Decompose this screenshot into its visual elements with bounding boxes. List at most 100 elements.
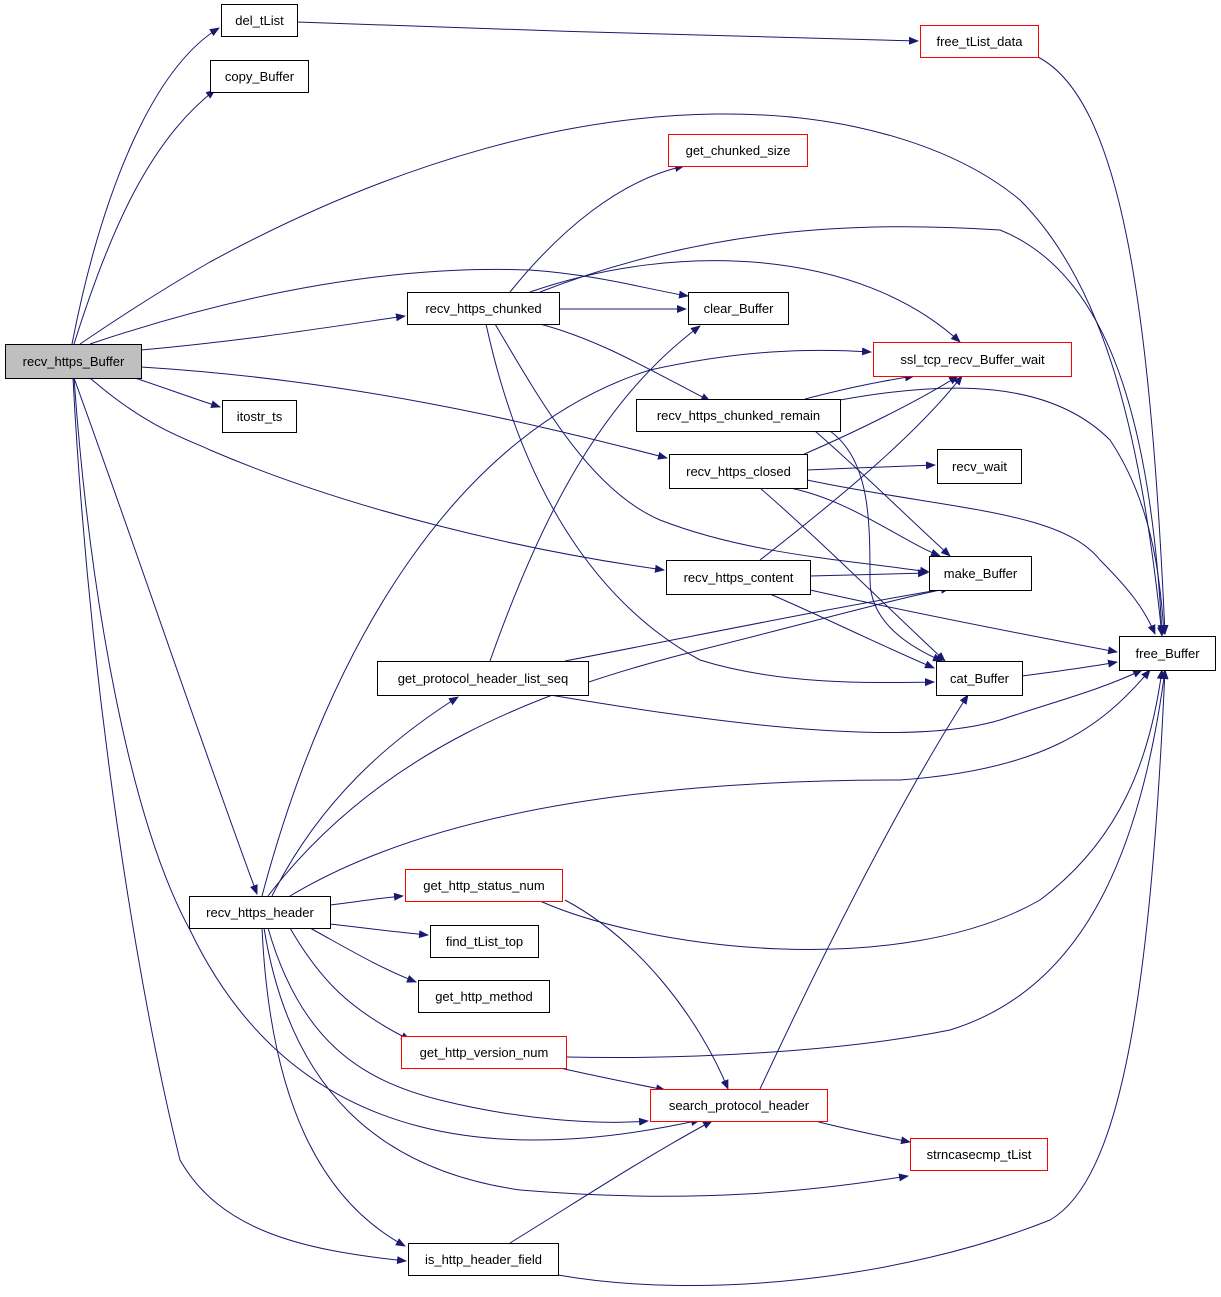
edge-recv_https_closed-to-ssl_tcp_recv_Buffer_wait [799, 375, 959, 457]
node-label: free_tList_data [936, 34, 1023, 49]
edge-recv_https_header-to-search_protocol_header [267, 927, 649, 1126]
edge-root-to-clear_Buffer [89, 268, 689, 345]
edge-root-to-recv_https_header [73, 377, 258, 895]
node-label: is_http_header_field [425, 1252, 542, 1267]
node-box [5, 344, 142, 379]
edge-recv_https_chunked-to-ssl_tcp_recv_Buffer_wait [529, 260, 961, 343]
edge-recv_https_chunked-to-cat_Buffer [485, 323, 935, 687]
edge-recv_https_header-to-get_http_status_num [329, 892, 404, 906]
node-free-tList-data[interactable]: free_tList_data [920, 25, 1039, 58]
node-box [401, 1036, 567, 1069]
node-box [222, 400, 297, 433]
edge-get_http_version_num-to-search_protocol_header [559, 1067, 666, 1093]
node-free-Buffer[interactable]: free_Buffer [1119, 636, 1216, 671]
edge-root-to-copy_Buffer [73, 89, 216, 345]
edge-root-to-recv_https_chunked [140, 313, 406, 351]
node-recv-https-chunked[interactable]: recv_https_chunked [407, 292, 560, 325]
node-box [669, 454, 808, 489]
node-root: recv_https_Buffer [5, 344, 142, 379]
edge-root-to-is_http_header_field [72, 377, 407, 1265]
node-box [430, 925, 539, 958]
node-label: make_Buffer [944, 566, 1018, 581]
edge-get_http_status_num-to-free_Buffer [539, 669, 1165, 950]
node-recv-https-closed[interactable]: recv_https_closed [669, 454, 808, 489]
node-box [405, 869, 563, 902]
edge-search_protocol_header-to-cat_Buffer [759, 694, 969, 1090]
edge-recv_https_chunked_remain-to-make_Buffer [814, 430, 951, 557]
node-cat-Buffer[interactable]: cat_Buffer [936, 661, 1023, 696]
node-is-http-header-field[interactable]: is_http_header_field [408, 1243, 559, 1276]
node-box [666, 560, 811, 595]
node-clear-Buffer[interactable]: clear_Buffer [688, 292, 789, 325]
edge-root-to-free_Buffer [79, 113, 1166, 637]
edge-recv_https_chunked_remain-to-cat_Buffer [829, 430, 943, 662]
node-label: itostr_ts [237, 409, 283, 424]
edge-recv_https_header-to-strncasecmp_tList [263, 927, 909, 1197]
edge-recv_https_header-to-is_http_header_field [261, 927, 406, 1247]
node-strncasecmp-tList[interactable]: strncasecmp_tList [910, 1138, 1048, 1171]
node-find-tList-top[interactable]: find_tList_top [430, 925, 539, 958]
edge-recv_https_header-to-find_tList_top [329, 923, 429, 939]
node-label: get_http_method [435, 989, 533, 1004]
edge-recv_https_header-to-get_protocol_header_list_seq [271, 696, 459, 897]
node-box [221, 4, 298, 37]
node-label: get_protocol_header_list_seq [398, 671, 569, 686]
node-get-protocol-header-list-seq[interactable]: get_protocol_header_list_seq [377, 661, 589, 696]
node-recv-https-content[interactable]: recv_https_content [666, 560, 811, 595]
node-box [418, 980, 550, 1013]
node-itostr-ts[interactable]: itostr_ts [222, 400, 297, 433]
node-label: get_http_version_num [420, 1045, 549, 1060]
node-box [920, 25, 1039, 58]
node-search-protocol-header[interactable]: search_protocol_header [650, 1089, 828, 1122]
node-recv-https-header[interactable]: recv_https_header [189, 896, 331, 929]
nodes-layer: recv_https_Bufferdel_tListcopy_Bufferfre… [5, 4, 1216, 1276]
edge-recv_https_closed-to-make_Buffer [789, 487, 941, 557]
edge-get_http_version_num-to-free_Buffer [565, 669, 1168, 1059]
node-ssl-tcp-recv-Buffer-wait[interactable]: ssl_tcp_recv_Buffer_wait [873, 342, 1072, 377]
edge-recv_https_header-to-get_http_version_num [289, 927, 411, 1041]
node-box [650, 1089, 828, 1122]
node-copy-Buffer[interactable]: copy_Buffer [210, 60, 309, 93]
node-get-http-method[interactable]: get_http_method [418, 980, 550, 1013]
node-label: get_http_status_num [423, 878, 544, 893]
node-get-chunked-size[interactable]: get_chunked_size [668, 134, 808, 167]
node-box [936, 661, 1023, 696]
edge-recv_https_chunked-to-free_Buffer [539, 226, 1166, 635]
node-box [1119, 636, 1216, 671]
edge-recv_https_header-to-get_http_method [309, 927, 417, 983]
edge-recv_https_content-to-cat_Buffer [769, 593, 935, 669]
node-get-http-version-num[interactable]: get_http_version_num [401, 1036, 567, 1069]
node-label: free_Buffer [1135, 646, 1200, 661]
node-label: ssl_tcp_recv_Buffer_wait [900, 352, 1045, 367]
edge-recv_https_header-to-ssl_tcp_recv_Buffer_wait [261, 347, 872, 897]
edge-recv_https_chunked-to-make_Buffer [494, 323, 930, 575]
node-box [377, 661, 589, 696]
edge-get_http_status_num-to-search_protocol_header [564, 899, 729, 1090]
edge-get_protocol_header_list_seq-to-make_Buffer [564, 585, 951, 662]
node-box [668, 134, 808, 167]
node-box [636, 399, 841, 432]
edge-recv_https_chunked_remain-to-free_Buffer [839, 387, 1168, 635]
node-get-http-status-num[interactable]: get_http_status_num [405, 869, 563, 902]
edge-recv_https_closed-to-free_Buffer [806, 479, 1156, 635]
node-label: copy_Buffer [225, 69, 295, 84]
edge-recv_https_content-to-make_Buffer [809, 569, 928, 578]
node-label: recv_https_header [206, 905, 314, 920]
node-recv-https-chunked-remain[interactable]: recv_https_chunked_remain [636, 399, 841, 432]
node-label: find_tList_top [446, 934, 523, 949]
node-box [407, 292, 560, 325]
edge-get_protocol_header_list_seq-to-clear_Buffer [489, 325, 701, 662]
node-make-Buffer[interactable]: make_Buffer [929, 556, 1032, 591]
node-label: get_chunked_size [686, 143, 791, 158]
edges-layer [71, 21, 1169, 1286]
edge-recv_https_content-to-free_Buffer [809, 589, 1118, 655]
edge-get_protocol_header_list_seq-to-free_Buffer [549, 669, 1143, 734]
node-label: del_tList [235, 13, 284, 28]
node-label: recv_https_chunked [425, 301, 541, 316]
node-recv-wait[interactable]: recv_wait [937, 449, 1022, 484]
edge-is_http_header_field-to-search_protocol_header [509, 1120, 713, 1244]
node-box [873, 342, 1072, 377]
edge-root-to-recv_https_closed [140, 366, 668, 460]
node-del-tList[interactable]: del_tList [221, 4, 298, 37]
